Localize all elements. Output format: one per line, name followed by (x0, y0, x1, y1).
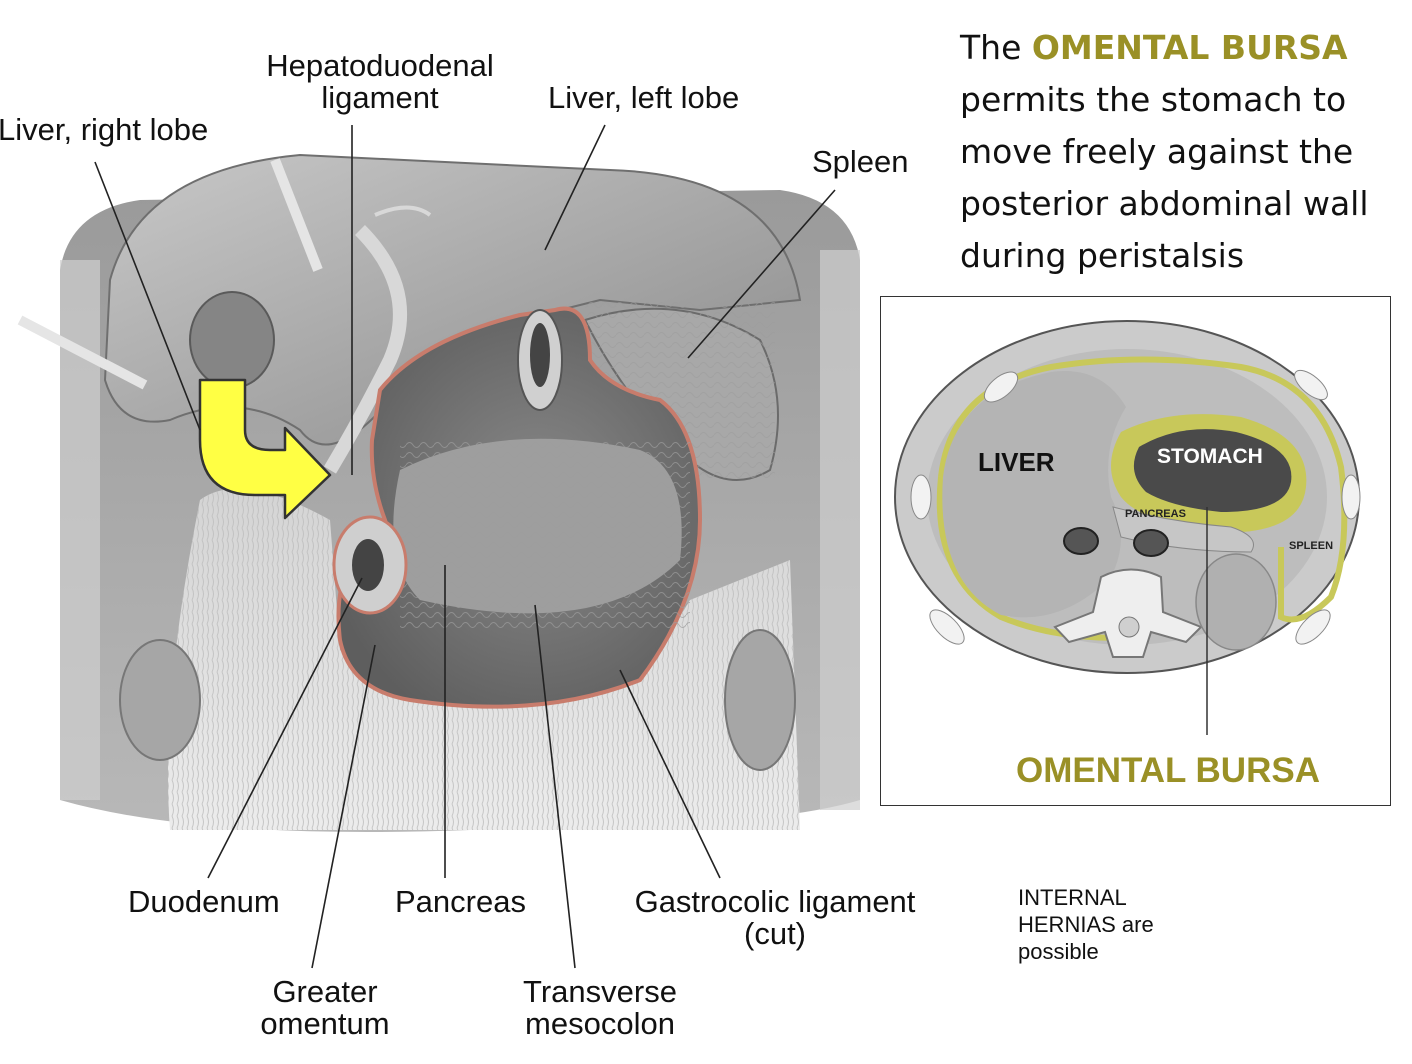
label-duodenum: Duodenum (128, 884, 280, 919)
liver (103, 153, 802, 446)
leader-duodenum (207, 577, 363, 879)
label-pancreas: Pancreas (395, 884, 526, 919)
retractor-instruments (17, 158, 323, 390)
caption-prefix: The (960, 28, 1032, 67)
label-gastrocolic-ligament: Gastrocolic ligament (cut) (615, 886, 935, 950)
hernia-note: INTERNAL HERNIAS are possible (1018, 884, 1154, 965)
rib-left-1 (910, 474, 932, 520)
leader-lines (94, 124, 836, 969)
inset-label-spleen: SPLEEN (1289, 540, 1334, 552)
spinal-canal (1118, 616, 1140, 638)
aorta (1063, 527, 1099, 555)
label-transverse-mesocolon: Transverse mesocolon (490, 976, 710, 1040)
rib-right-2 (1295, 609, 1331, 645)
label-gastrocolic-line2: (cut) (744, 916, 806, 951)
esophagus-section (517, 309, 563, 411)
leader-liver-right-lobe (94, 161, 201, 431)
omental-bursa-cavity (336, 306, 703, 709)
leader-transverse-mesocolon (534, 604, 576, 969)
caption-rest: permits the stomach to move freely again… (960, 80, 1369, 275)
liver-region (942, 371, 1126, 618)
cross-section-diagram (894, 320, 1361, 735)
label-gastrocolic-line1: Gastrocolic ligament (634, 884, 916, 919)
foramen-arrow-icon (198, 378, 332, 520)
rib-left-2 (929, 609, 965, 645)
label-hepatoduodenal-line2: ligament (321, 80, 439, 115)
hernia-note-line3: possible (1018, 939, 1099, 964)
ivc (1133, 529, 1169, 557)
inset-label-stomach: STOMACH (1157, 445, 1263, 468)
label-transverse-mesocolon-line2: mesocolon (525, 1006, 675, 1041)
duodenum-section (332, 515, 408, 615)
label-greater-omentum: Greater omentum (230, 976, 420, 1040)
leader-spleen (687, 189, 836, 359)
label-liver-left-lobe: Liver, left lobe (548, 80, 740, 115)
caption-text: The OMENTAL BURSA permits the stomach to… (960, 22, 1410, 282)
kidney (1195, 553, 1277, 651)
leader-gastrocolic (619, 669, 721, 879)
label-hepatoduodenal-line1: Hepatoduodenal (266, 48, 494, 83)
stomach-region (1133, 429, 1292, 512)
cross-section-inset: LIVER STOMACH PANCREAS SPLEEN OMENTAL BU… (880, 296, 1391, 806)
rib-right-3 (1294, 369, 1328, 401)
anatomy-illustration (17, 124, 860, 969)
label-greater-omentum-line2: omentum (260, 1006, 390, 1041)
rib-right-1 (1341, 474, 1361, 520)
label-hepatoduodenal-ligament: Hepatoduodenal ligament (250, 50, 510, 114)
label-spleen: Spleen (812, 144, 909, 179)
hernia-note-line2: HERNIAS are (1018, 912, 1154, 937)
label-transverse-mesocolon-line1: Transverse (523, 974, 677, 1009)
inset-label-liver: LIVER (978, 447, 1055, 477)
label-greater-omentum-line1: Greater (272, 974, 378, 1009)
vertebra (1053, 568, 1203, 658)
label-liver-right-lobe: Liver, right lobe (0, 112, 209, 147)
rib-left-3 (983, 371, 1019, 403)
caption-highlight: OMENTAL BURSA (1031, 28, 1348, 67)
inset-label-pancreas: PANCREAS (1125, 508, 1186, 520)
greater-omentum (168, 488, 800, 830)
colon (119, 629, 796, 771)
hepatoduodenal-ligament (323, 205, 432, 474)
leader-greater-omentum (311, 644, 376, 969)
hernia-note-line1: INTERNAL (1018, 885, 1127, 910)
inset-label-omental-bursa: OMENTAL BURSA (1016, 751, 1320, 790)
leader-liver-left-lobe (544, 124, 606, 251)
